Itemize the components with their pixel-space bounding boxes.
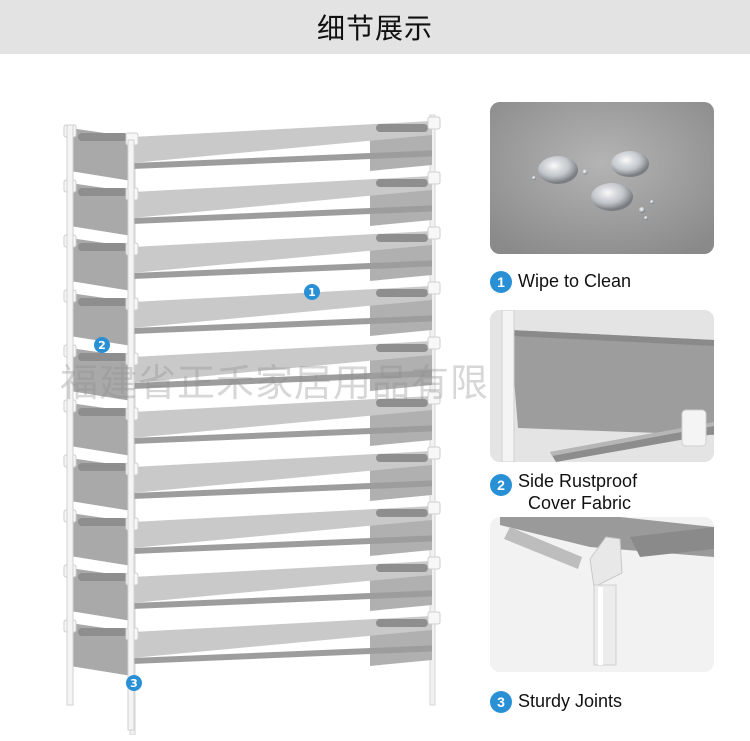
- shelf-fabric: [132, 231, 432, 273]
- side-panel: [70, 568, 132, 621]
- side-panel: [70, 183, 132, 236]
- shelf-fabric: [132, 451, 432, 493]
- feature-sturdy-joints: 3 Sturdy Joints: [490, 690, 720, 713]
- side-panel: [70, 458, 132, 511]
- feature-label-line-2: Cover Fabric: [528, 493, 632, 513]
- side-tube: [376, 344, 428, 352]
- side-panel: [70, 513, 132, 566]
- joint-connector: [427, 281, 441, 295]
- header-bar: 细节展示: [0, 0, 750, 54]
- fabric-closeup-image: [490, 102, 714, 254]
- front-rail: [132, 535, 432, 554]
- shoe-rack-drawing: [63, 114, 441, 735]
- feature-wipe-to-clean: 1 Wipe to Clean: [490, 270, 720, 293]
- front-rail: [132, 425, 432, 444]
- marker-1: 1: [304, 284, 320, 300]
- side-tube: [78, 133, 128, 141]
- side-tube: [78, 518, 128, 526]
- feature-label: Wipe to Clean: [518, 271, 632, 291]
- joint-connector: [427, 336, 441, 350]
- joint-connector: [427, 116, 441, 130]
- front-rail: [132, 645, 432, 665]
- joint-connector: [427, 611, 441, 625]
- front-rail: [132, 370, 432, 389]
- watermark: 福建省正禾家居用品有限公司: [60, 361, 568, 405]
- marker-3: 3: [126, 675, 142, 691]
- rack-post: [127, 139, 135, 731]
- side-panel: [70, 623, 132, 676]
- joint-connector: [427, 501, 441, 515]
- side-tube: [376, 289, 428, 297]
- shelf-fabric: [132, 341, 432, 383]
- marker-2: 2: [94, 337, 110, 353]
- side-cover-closeup-image: [490, 310, 714, 462]
- joint-connector: [427, 391, 441, 405]
- side-tube: [78, 188, 128, 196]
- joint-connector: [427, 556, 441, 570]
- side-tube: [78, 463, 128, 471]
- front-rail: [132, 480, 432, 499]
- feature-number-icon: 3: [490, 691, 512, 713]
- side-tube: [376, 234, 428, 242]
- shelf-fabric: [132, 121, 432, 163]
- front-rail: [132, 590, 432, 609]
- page-title: 细节展示: [316, 12, 433, 45]
- shelf-fabric: [132, 286, 432, 328]
- feature-number-icon: 2: [490, 474, 512, 496]
- rack-post: [66, 124, 74, 706]
- side-panel: [70, 348, 132, 401]
- side-tube: [78, 243, 128, 251]
- shelf-fabric: [132, 561, 432, 603]
- side-panel: [70, 293, 132, 346]
- side-tube: [78, 353, 128, 361]
- water-droplet-drawing: [490, 102, 714, 254]
- side-tube: [78, 408, 128, 416]
- front-rail: [132, 315, 432, 334]
- side-tube: [376, 509, 428, 517]
- side-tube: [376, 454, 428, 462]
- joint-drawing: [490, 517, 714, 672]
- shelf-fabric: [132, 176, 432, 218]
- side-tube: [78, 298, 128, 306]
- side-tube: [376, 564, 428, 572]
- side-tube: [376, 399, 428, 407]
- joint-closeup-image: [490, 517, 714, 672]
- feature-label-line-1: Side Rustproof: [518, 471, 638, 491]
- joint-connector: [427, 446, 441, 460]
- shoe-rack-image: [40, 95, 470, 735]
- side-tube: [78, 573, 128, 581]
- shelf-fabric: [132, 506, 432, 548]
- side-panel: [70, 238, 132, 291]
- side-tube: [376, 179, 428, 187]
- feature-number-icon: 1: [490, 271, 512, 293]
- front-rail: [132, 260, 432, 279]
- side-cover-drawing: [490, 310, 714, 462]
- feature-label: Sturdy Joints: [518, 691, 623, 711]
- side-tube: [376, 619, 428, 627]
- side-tube: [376, 124, 428, 132]
- shelf-fabric: [132, 396, 432, 438]
- side-panel: [70, 128, 132, 181]
- joint-connector: [427, 226, 441, 240]
- joint-connector: [427, 171, 441, 185]
- front-rail: [132, 205, 432, 225]
- front-rail: [132, 150, 432, 169]
- side-panel: [70, 403, 132, 456]
- shelf-fabric: [132, 616, 432, 658]
- feature-side-rustproof-cover: 2 Side Rustproof Cover Fabric: [490, 470, 720, 514]
- side-tube: [78, 628, 128, 636]
